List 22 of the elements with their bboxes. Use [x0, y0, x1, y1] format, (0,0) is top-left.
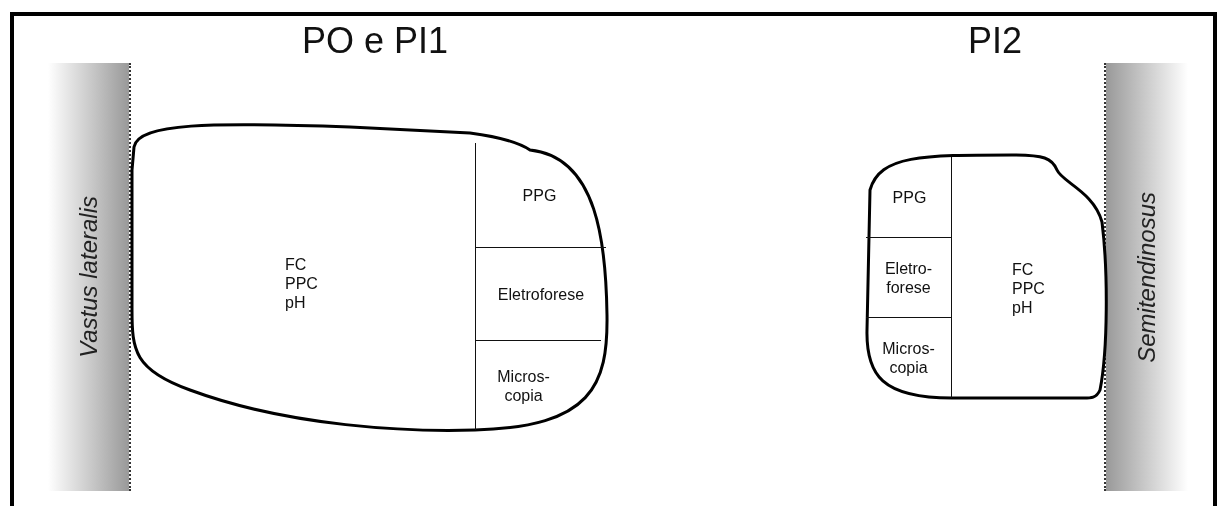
sample-section	[866, 317, 952, 398]
sample-heading: PI2	[968, 20, 1022, 62]
muscle-label: Semitendinosus	[1133, 191, 1161, 363]
section-label: FC	[1012, 260, 1035, 279]
sample-section	[475, 340, 601, 430]
muscle-bar	[48, 63, 131, 491]
section-label: PPG	[522, 185, 557, 205]
section-label: PPG	[892, 187, 927, 207]
section-label: Micros- copia	[881, 339, 936, 377]
section-label: PPC	[285, 274, 318, 293]
sample-section	[475, 247, 606, 340]
section-label: FC	[285, 255, 308, 274]
muscle-bar	[1104, 63, 1188, 491]
section-label: Eletroforese	[497, 284, 585, 304]
sample-section	[866, 237, 952, 317]
section-label: pH	[1012, 298, 1034, 317]
sample-heading: PO e PI1	[301, 20, 449, 62]
section-label: Eletro- forese	[883, 258, 934, 297]
section-label: PPC	[1012, 279, 1045, 298]
muscle-label: Vastus lateralis	[74, 196, 103, 358]
section-label: pH	[285, 293, 307, 312]
section-label: Micros- copia	[496, 366, 551, 405]
